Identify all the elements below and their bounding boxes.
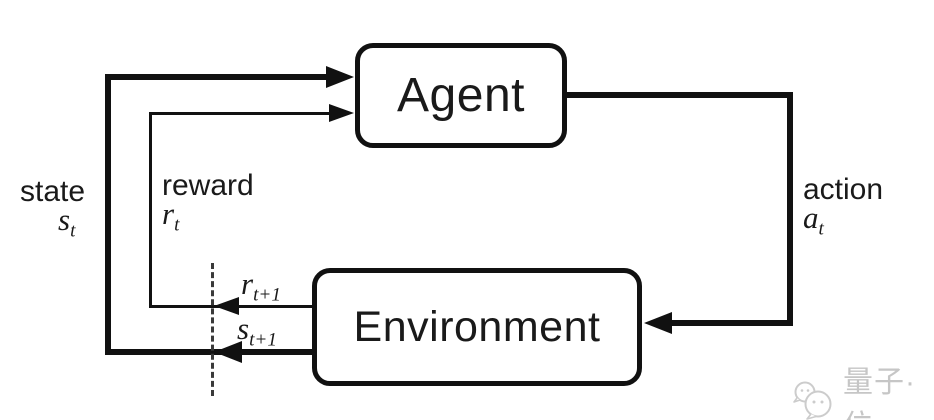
action-arrowhead-into-environment (644, 312, 672, 334)
action-var-subscript: t (818, 218, 824, 240)
environment-box: Environment (312, 268, 642, 386)
reward-next-arrowhead (214, 297, 239, 315)
state-line-bottom (105, 349, 312, 355)
reward-next-var-subscript: t+1 (253, 284, 281, 306)
reward-label: reward (162, 169, 254, 202)
action-line-bottom (668, 320, 793, 326)
environment-label: Environment (353, 302, 601, 351)
action-label: action (803, 173, 884, 206)
chat-bubbles-icon (791, 380, 837, 420)
state-next-variable: st+1 (237, 311, 277, 350)
reward-variable: rt (162, 196, 179, 235)
state-variable: st (58, 202, 75, 241)
state-next-var-base: s (237, 311, 250, 346)
reward-next-variable: rt+1 (241, 266, 281, 305)
time-step-dashed-line (211, 263, 214, 396)
reward-line-left (149, 112, 152, 308)
reward-arrowhead-into-agent (329, 104, 354, 122)
action-line-top (567, 92, 793, 98)
qbitai-watermark: 量子·位 (791, 357, 934, 420)
reward-line-top (149, 112, 331, 115)
reward-next-var-base: r (241, 266, 254, 301)
state-arrowhead-into-agent (326, 66, 354, 88)
state-next-var-subscript: t+1 (249, 329, 277, 351)
state-next-arrowhead (214, 341, 242, 363)
agent-label: Agent (397, 69, 525, 122)
action-variable: at (803, 200, 824, 239)
state-label: state (20, 175, 86, 208)
state-line-left (105, 74, 111, 355)
watermark-text: 量子·位 (843, 366, 916, 420)
action-line-right (787, 92, 793, 326)
reward-var-base: r (162, 196, 175, 231)
state-var-subscript: t (70, 220, 76, 242)
reward-var-subscript: t (174, 214, 180, 236)
agent-box: Agent (355, 43, 567, 148)
state-var-base: s (58, 202, 71, 237)
action-var-base: a (803, 200, 819, 235)
state-line-top (105, 74, 330, 80)
